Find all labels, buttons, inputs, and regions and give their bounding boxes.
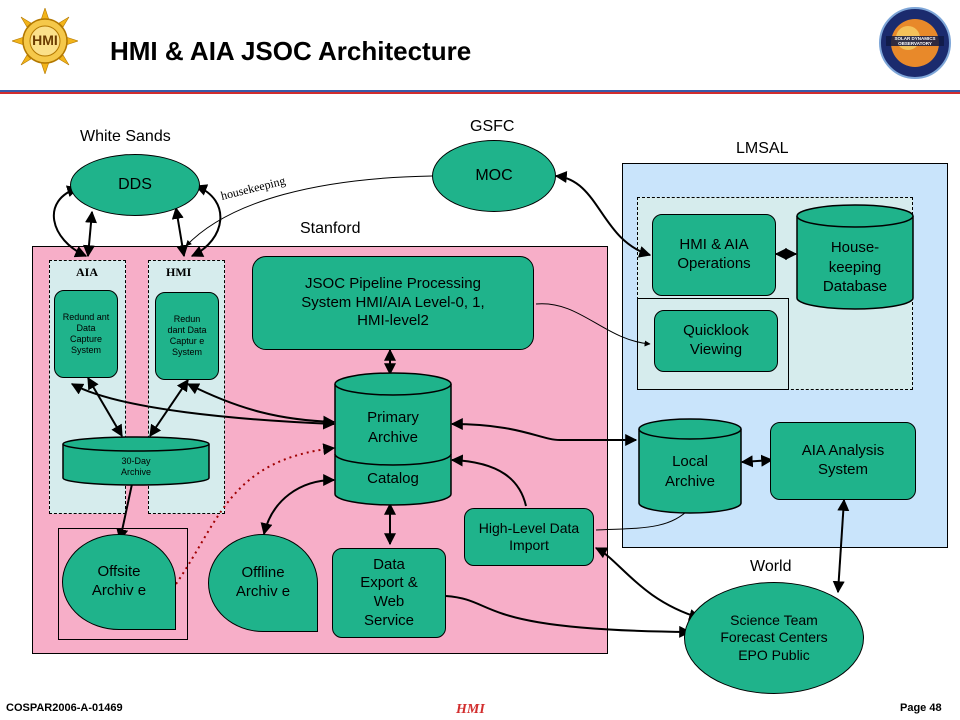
housekeeping-label: housekeeping: [219, 173, 286, 203]
sdo-logo: SOLAR DYNAMICS OBSERVATORY: [878, 6, 952, 80]
link-moc-lmsal: [554, 171, 652, 258]
hmi-column-label: HMI: [166, 265, 192, 279]
footer-hmi-mark: HMI: [456, 702, 485, 717]
header-rule: [0, 90, 960, 94]
link-30day-offsite: [116, 483, 133, 542]
link-dds-hmi-loop: [190, 184, 222, 257]
label-lmsal: LMSAL: [736, 140, 789, 157]
footer-page-number: Page 48: [900, 702, 942, 714]
aia-column-label: AIA: [76, 265, 99, 279]
hmi-sun-icon: [11, 7, 79, 75]
link-primary-local: [450, 418, 638, 446]
label-world: World: [750, 558, 792, 575]
link-analysis-science: [832, 498, 850, 594]
link-local-aia-analysis: [740, 454, 774, 468]
label-stanford: Stanford: [300, 220, 361, 237]
local-archive-node[interactable]: Local Archive: [638, 418, 742, 514]
moc-node[interactable]: MOC: [432, 140, 556, 212]
pipeline-node[interactable]: JSOC Pipeline Processing System HMI/AIA …: [252, 256, 534, 350]
link-dds-aia-loop: [52, 185, 88, 258]
housekeeping-db-node[interactable]: House- keeping Database: [796, 204, 914, 310]
local-archive-label: Local Archive: [664, 453, 716, 490]
link-local-highlevel: [595, 507, 691, 531]
housedb-cylinder-icon: [796, 204, 914, 310]
link-export-science: [445, 595, 692, 638]
primary-archive-node[interactable]: Primary Archive Catalog: [334, 372, 452, 506]
hmi-aia-operations-node[interactable]: HMI & AIA Operations: [652, 214, 776, 296]
link-aia-30day: [87, 376, 123, 438]
quicklook-box: [637, 298, 789, 390]
link-catalog-offline: [260, 474, 336, 536]
label-white-sands: White Sands: [80, 128, 171, 145]
offsite-archive-node[interactable]: Offsite Archiv e: [62, 534, 176, 630]
link-highlevel-science: [594, 547, 702, 621]
catalog-label: Catalog: [367, 470, 419, 487]
housekeeping-db-label: House- keeping Database: [822, 239, 888, 295]
primary-cylinder-icon: [334, 372, 452, 506]
sdo-logo-text: SOLAR DYNAMICS OBSERVATORY: [894, 36, 936, 46]
hmi-logo-text: HMI: [32, 32, 58, 48]
archive-30day-label: 30-Day Archive: [120, 456, 151, 477]
quicklook-node[interactable]: Quicklook Viewing: [654, 310, 778, 372]
science-team-node[interactable]: Science Team Forecast Centers EPO Public: [684, 582, 864, 694]
link-dds-aia: [83, 210, 97, 258]
page-title: HMI & AIA JSOC Architecture: [110, 36, 472, 66]
primary-archive-label: Primary Archive: [367, 409, 419, 446]
hmi-logo: HMI: [11, 7, 79, 75]
archive-30day-node[interactable]: 30-Day Archive: [62, 436, 210, 486]
aia-capture-node[interactable]: Redund ant Data Capture System: [54, 290, 118, 378]
data-export-node[interactable]: Data Export & Web Service: [332, 548, 446, 638]
link-highlevel-catalog: [450, 454, 527, 507]
aia-analysis-node[interactable]: AIA Analysis System: [770, 422, 916, 500]
local-cylinder-icon: [638, 418, 742, 514]
cylinder-icon: [62, 436, 210, 486]
link-pipeline-quicklook: [535, 303, 651, 347]
link-moc-housekeeping: [185, 175, 433, 247]
label-gsfc: GSFC: [470, 118, 515, 135]
footer-id: COSPAR2006-A-01469: [6, 702, 123, 714]
sdo-badge-icon: [879, 7, 951, 79]
link-dds-hmi: [171, 206, 189, 258]
hmi-capture-node[interactable]: Redun dant Data Captur e System: [155, 292, 219, 380]
link-hmi-primary: [186, 383, 336, 428]
offline-archive-node[interactable]: Offline Archiv e: [208, 534, 318, 632]
high-level-import-node[interactable]: High-Level Data Import: [464, 508, 594, 566]
dds-node[interactable]: DDS: [70, 154, 200, 216]
